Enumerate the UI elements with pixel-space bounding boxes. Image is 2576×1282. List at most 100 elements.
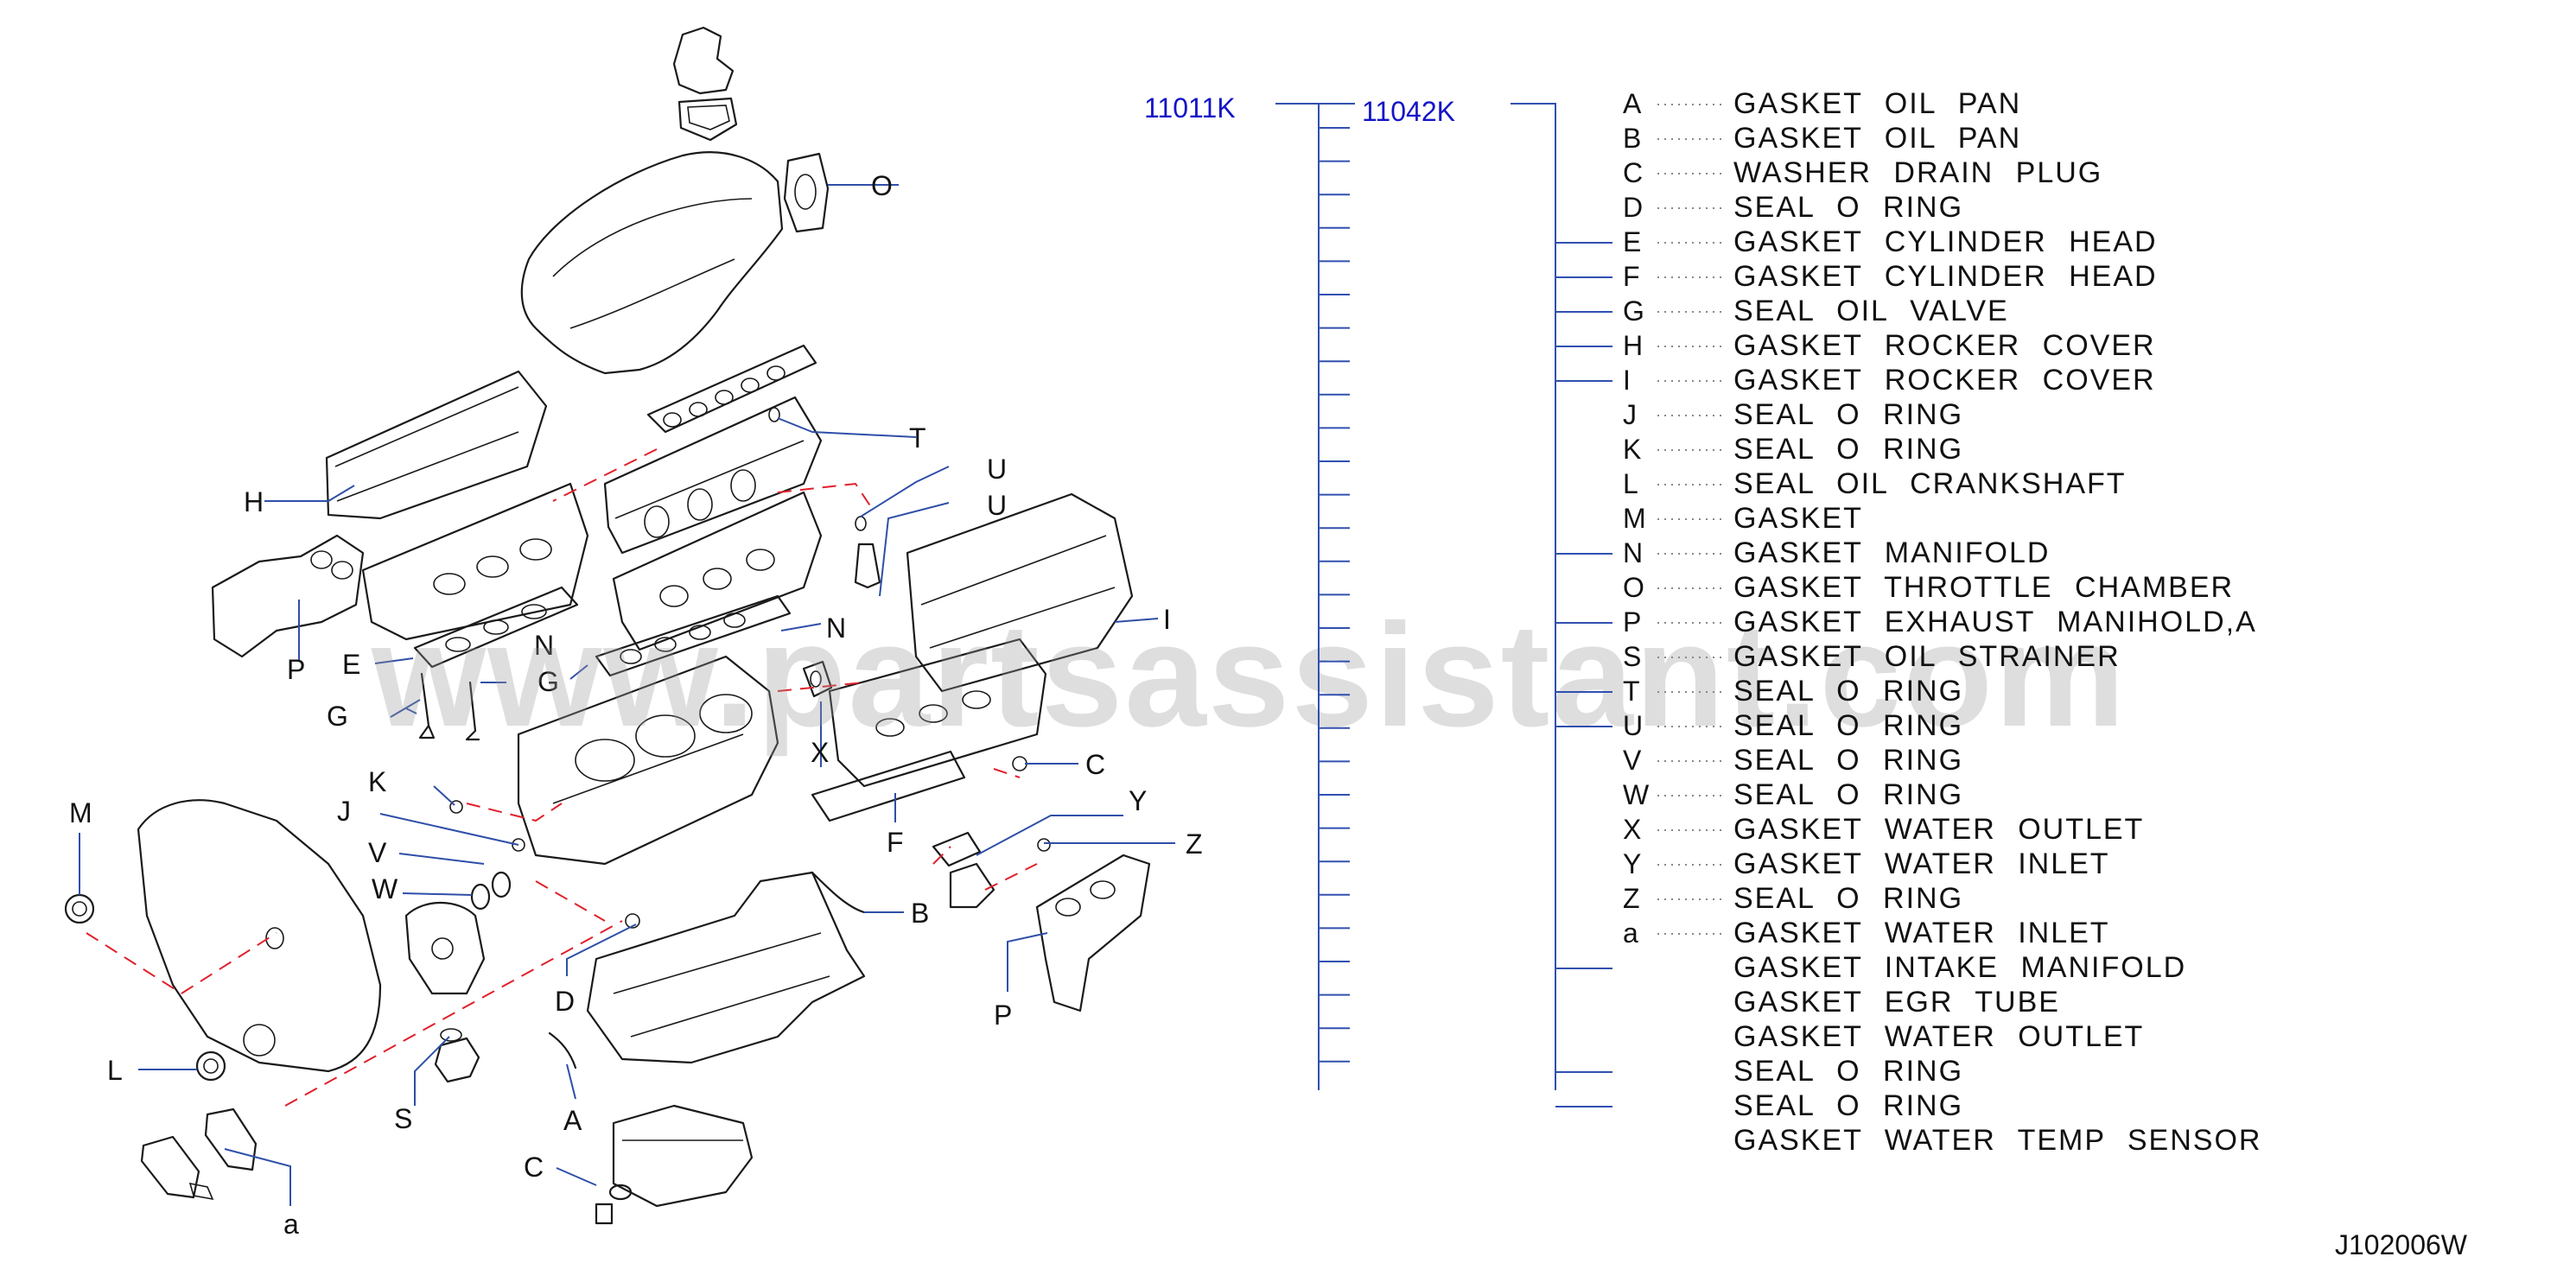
part-description: GASKET OIL PAN <box>1733 122 2021 155</box>
callout-w: W <box>372 873 398 904</box>
part-description: GASKET <box>1733 502 1863 535</box>
crank-seal-part <box>195 1050 226 1082</box>
part-letter: G <box>1623 295 1644 327</box>
rocker-cover-left-part <box>325 370 548 520</box>
part-description: GASKET WATER INLET <box>1733 917 2110 949</box>
exploded-view: O T U U H P E N N I G G X C K J Y Z M V … <box>64 26 1203 1240</box>
parts-list-row: F GASKET CYLINDER HEAD <box>1623 260 2156 293</box>
part-description: GASKET INTAKE MANIFOLD <box>1733 951 2186 984</box>
part-letter: P <box>1623 606 1641 638</box>
callout-k: K <box>368 766 386 797</box>
part-letter: A <box>1623 88 1642 119</box>
callout-p-right: P <box>994 1000 1012 1031</box>
front-cover-part <box>137 799 382 1073</box>
part-letter: a <box>1623 917 1638 949</box>
callout-b: B <box>911 898 929 929</box>
part-description: GASKET WATER OUTLET <box>1733 813 2144 846</box>
part-description: GASKET MANIFOLD <box>1733 536 2050 569</box>
parts-list: A GASKET OIL PAN B GASKET OIL PAN C WASH… <box>1623 87 2261 1157</box>
part-letter: V <box>1623 745 1642 776</box>
parts-list-row: V SEAL O RING <box>1623 744 1963 777</box>
parts-list-row: C WASHER DRAIN PLUG <box>1623 156 2102 189</box>
callout-f: F <box>887 827 904 858</box>
part-letter: N <box>1623 537 1643 568</box>
part-letter: C <box>1623 157 1643 188</box>
callout-g-left: G <box>327 701 348 732</box>
oil-pan-upper-part <box>586 871 866 1064</box>
parts-list-row: SEAL O RING <box>1733 1089 1963 1122</box>
part-letter: U <box>1623 710 1643 741</box>
callout-d: D <box>555 986 575 1017</box>
part-description: SEAL O RING <box>1733 882 1963 915</box>
callout-n-right: N <box>826 612 846 644</box>
water-inlet-y-part <box>932 831 995 909</box>
oil-seal-m-part <box>64 893 95 924</box>
callout-u-upper: U <box>987 454 1007 485</box>
parts-list-row: Z SEAL O RING <box>1623 882 1963 915</box>
water-pump-part <box>404 901 486 1083</box>
throttle-fitting-part <box>672 26 738 142</box>
part-letter: M <box>1623 503 1646 534</box>
part-description: GASKET EXHAUST MANIHOLD,A <box>1733 606 2257 638</box>
intake-collector-part <box>520 151 784 375</box>
oil-pan-lower-part <box>612 1104 754 1208</box>
callout-e: E <box>342 649 360 680</box>
callout-i: I <box>1163 604 1171 635</box>
exhaust-manifold-left-part <box>211 534 365 658</box>
engine-block-part <box>517 655 779 866</box>
manifold-gasket-part <box>595 594 792 677</box>
part-description: GASKET ROCKER COVER <box>1733 329 2156 362</box>
part-description: SEAL OIL CRANKSHAFT <box>1733 467 2127 500</box>
throttle-chamber-gasket-part <box>783 152 830 233</box>
part-description: SEAL O RING <box>1733 191 1963 224</box>
parts-list-row: GASKET EGR TUBE <box>1733 986 2058 1019</box>
water-inlet-gasket-part <box>140 1107 258 1201</box>
callout-j: J <box>337 796 351 827</box>
valve-part <box>418 672 480 741</box>
parts-list-row: a GASKET WATER INLET <box>1623 917 2110 949</box>
watermark: www.partsassistant.com <box>371 593 2127 758</box>
part-letter: T <box>1623 676 1640 707</box>
parts-list-row: N GASKET MANIFOLD <box>1623 536 2050 569</box>
part-description: GASKET OIL STRAINER <box>1733 640 2121 673</box>
part-description: SEAL O RING <box>1733 398 1963 431</box>
callout-labels: O T U U H P E N N I G G X C K J Y Z M V … <box>69 170 1203 1240</box>
head-gasket-left-part <box>413 586 579 669</box>
parts-list-row: W SEAL O RING <box>1623 778 1962 811</box>
callout-x: X <box>811 737 829 768</box>
part-description: GASKET WATER TEMP SENSOR <box>1733 1124 2261 1157</box>
part-letter: H <box>1623 330 1643 361</box>
cylinder-head-left-part <box>361 482 589 641</box>
part-description: SEAL O RING <box>1733 1089 1963 1122</box>
parts-list-row: O GASKET THROTTLE CHAMBER <box>1623 571 2232 604</box>
parts-list-row: E GASKET CYLINDER HEAD <box>1623 225 2156 258</box>
callout-a-lower: a <box>283 1209 299 1240</box>
callout-a-upper: A <box>563 1105 582 1136</box>
small-o-rings <box>449 407 1051 929</box>
part-description: WASHER DRAIN PLUG <box>1733 156 2102 189</box>
part-description: SEAL O RING <box>1733 1055 1963 1088</box>
callout-p-left: P <box>287 654 305 685</box>
part-description: SEAL O RING <box>1733 744 1963 777</box>
callout-h: H <box>244 486 264 517</box>
callout-l: L <box>107 1055 123 1086</box>
part-description: GASKET OIL PAN <box>1733 87 2021 120</box>
intake-manifold-gasket-part <box>646 344 817 434</box>
parts-list-row: A GASKET OIL PAN <box>1623 87 2021 120</box>
parts-list-row: K SEAL O RING <box>1623 433 1962 466</box>
tree-ticks <box>1319 127 1612 1107</box>
part-description: SEAL O RING <box>1733 709 1963 742</box>
part-letter: J <box>1623 399 1637 430</box>
parts-list-row: M GASKET <box>1623 502 1863 535</box>
exhaust-manifold-right-part <box>1035 854 1151 1012</box>
parts-list-row: U SEAL O RING <box>1623 709 1963 742</box>
part-description: GASKET WATER INLET <box>1733 847 2110 880</box>
callout-v: V <box>368 837 387 868</box>
parts-list-row: J SEAL O RING <box>1623 398 1963 431</box>
parts-list-row: Y GASKET WATER INLET <box>1623 847 2110 880</box>
alignment-lines <box>86 448 1038 1107</box>
part-description: SEAL OIL VALVE <box>1733 295 2009 327</box>
callout-y: Y <box>1129 785 1147 816</box>
parts-list-row: GASKET WATER TEMP SENSOR <box>1733 1124 2261 1157</box>
part-letter: W <box>1623 779 1650 810</box>
